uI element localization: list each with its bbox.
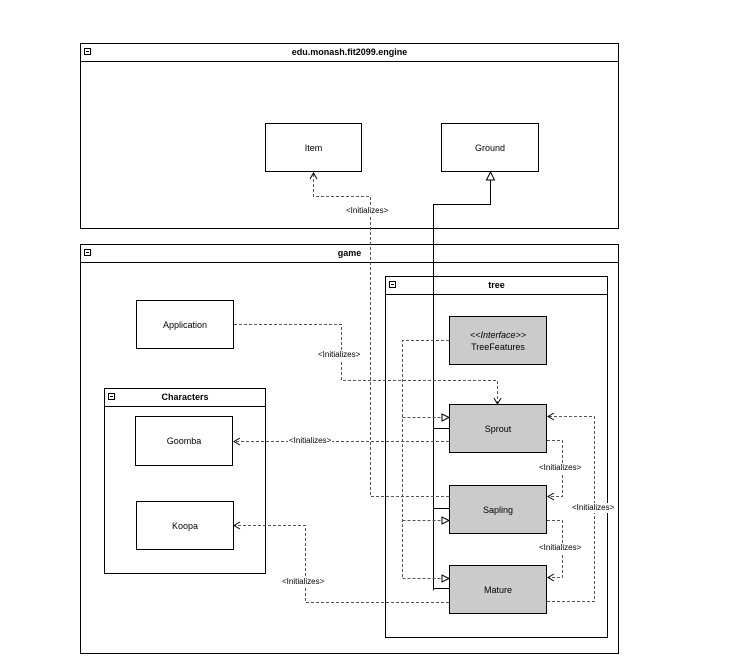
class-sprout[interactable]: Sprout [449,404,547,453]
class-sprout-name: Sprout [484,423,512,434]
package-characters-title: Characters [161,392,209,402]
class-application-name: Application [162,319,208,330]
label-initializes-sprout-sapling: <Initializes> [538,463,583,473]
class-item-name: Item [304,142,323,153]
collapse-icon[interactable] [108,393,115,400]
package-game-title: game [337,248,362,258]
package-engine-header: edu.monash.fit2099.engine [81,44,618,62]
class-mature-name: Mature [483,584,512,595]
package-engine-title: edu.monash.fit2099.engine [291,47,408,57]
class-koopa-name: Koopa [171,520,199,531]
class-mature[interactable]: Mature [449,565,547,614]
collapse-icon[interactable] [84,249,91,256]
label-initializes-koopa: <Initializes> [281,577,326,587]
label-initializes-sapling-mature: <Initializes> [538,543,583,553]
collapse-icon[interactable] [389,281,396,288]
package-tree-header: tree [386,277,607,295]
class-application[interactable]: Application [136,300,234,349]
interface-tree-features-name: TreeFeatures [471,341,525,352]
class-koopa[interactable]: Koopa [136,501,234,550]
interface-stereotype: <<Interface>> [469,329,527,340]
class-goomba-name: Goomba [166,436,202,446]
interface-tree-features[interactable]: <<Interface>> TreeFeatures [449,316,547,365]
class-ground-name: Ground [474,142,506,153]
label-initializes-item: <Initializes> [345,206,390,216]
class-item[interactable]: Item [265,123,362,172]
package-tree-title: tree [488,280,505,290]
class-sapling-name: Sapling [482,504,514,515]
package-characters-header: Characters [105,389,265,407]
label-initializes-mature-sprout: <Initializes> [571,503,616,513]
class-sapling[interactable]: Sapling [449,485,547,534]
class-goomba[interactable]: Goomba [135,416,233,466]
label-initializes-application: <Initializes> [317,350,362,360]
class-ground[interactable]: Ground [441,123,539,172]
package-game-header: game [81,245,618,263]
collapse-icon[interactable] [84,48,91,55]
label-initializes-goomba: <Initializes> [288,436,333,446]
